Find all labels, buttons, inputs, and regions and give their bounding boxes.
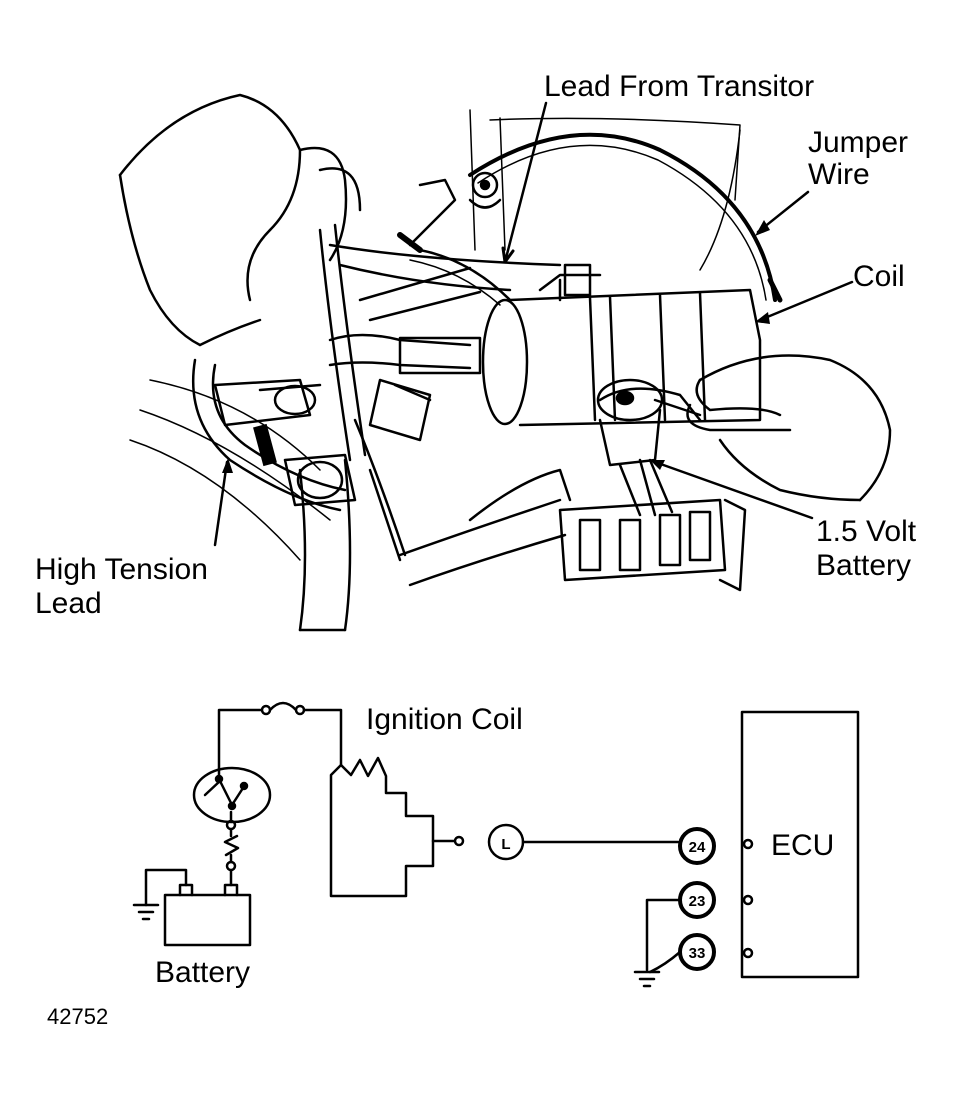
engine-bay-illustration — [118, 93, 892, 632]
figure-id: 42752 — [47, 1004, 109, 1029]
battery-ground-symbol — [132, 903, 160, 921]
battery-symbol — [163, 893, 252, 947]
label-ecu: ECU — [771, 829, 835, 862]
label-high-tension-lead-line2: Lead — [35, 587, 102, 620]
label-lead-from-transistor: Lead From Transitor — [544, 70, 815, 103]
terminal-24 — [678, 827, 716, 865]
terminal-33-label: 33 — [689, 945, 706, 962]
label-jumper-wire-line1: Jumper — [808, 126, 909, 159]
label-coil: Coil — [853, 260, 905, 293]
label-1-5-volt-battery-line1: 1.5 Volt — [816, 515, 917, 548]
label-1-5-volt-battery-line2: Battery — [816, 549, 912, 582]
label-jumper-wire-line2: Wire — [808, 158, 870, 191]
terminal-l-label: L — [501, 836, 510, 853]
label-battery: Battery — [155, 956, 251, 989]
ecu-ground-symbol — [633, 970, 661, 988]
label-high-tension-lead-line1: High Tension — [35, 553, 208, 586]
leader-lines — [213, 101, 854, 547]
ignition-coil-symbol — [329, 756, 435, 898]
ecu-box — [740, 710, 860, 979]
terminal-24-label: 24 — [689, 839, 706, 856]
ignition-switch — [192, 766, 272, 824]
terminal-23-label: 23 — [689, 893, 706, 910]
label-ignition-coil: Ignition Coil — [366, 703, 523, 736]
ignition-schematic — [132, 701, 860, 988]
